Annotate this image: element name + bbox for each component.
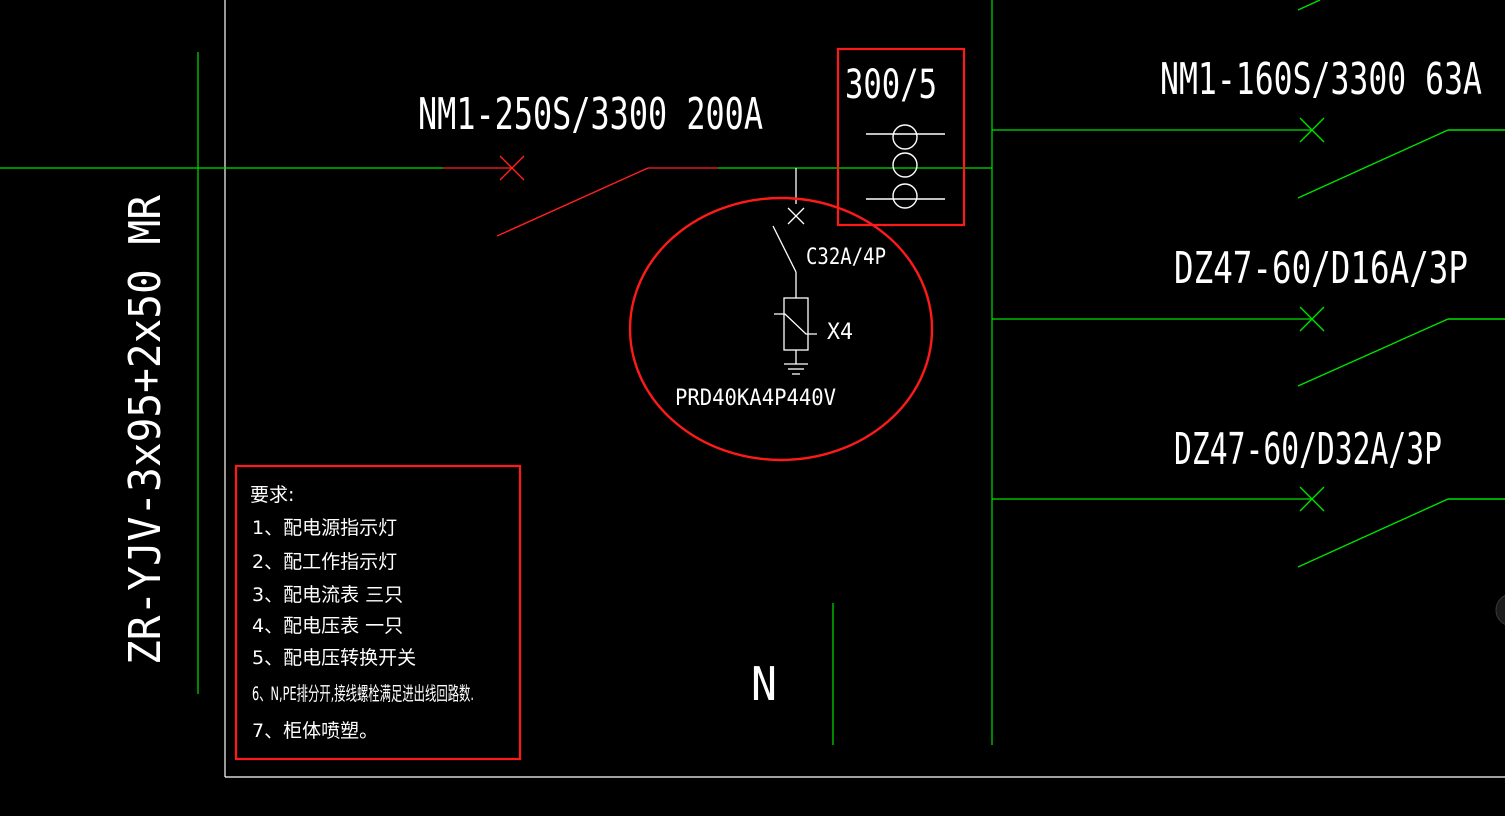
spd-model-label: PRD40KA4P440V: [675, 386, 836, 411]
spd-breaker-label: C32A/4P: [806, 245, 886, 270]
feeder-1: [992, 0, 1505, 199]
spd-quantity-label: X4: [827, 320, 853, 345]
requirement-item: 1、配电源指示灯: [252, 517, 397, 539]
ct-highlight-box: [836, 47, 966, 227]
panel-frame: [224, 0, 1505, 778]
current-transformer: [866, 124, 945, 209]
requirement-item: 2、配工作指示灯: [252, 551, 397, 573]
spd-highlight-ellipse: [628, 196, 934, 462]
feeder-2-breaker-label: DZ47-60/D16A/3P: [1174, 243, 1468, 294]
main-breaker-symbol: [496, 155, 649, 237]
requirement-item: 6、N,PE排分开,接线螺栓满足进出线回路数.: [252, 683, 474, 705]
neutral-label: N: [751, 657, 777, 711]
requirement-item: 5、配电压转换开关: [252, 647, 416, 669]
main-breaker-label: NM1-250S/3300 200A: [418, 89, 763, 140]
spd-branch: [772, 168, 817, 375]
feeder-2: [992, 306, 1505, 387]
feeder-3-breaker-label: DZ47-60/D32A/3P: [1174, 424, 1442, 475]
requirement-item: 4、配电压表 一只: [252, 615, 403, 637]
feeder-3: [992, 486, 1505, 568]
ct-ratio-label: 300/5: [845, 62, 937, 108]
requirement-item: 7、柜体喷塑。: [252, 720, 378, 742]
requirement-item: 3、配电流表 三只: [252, 584, 403, 606]
feeder-1-breaker-label: NM1-160S/3300 63A: [1160, 54, 1482, 105]
requirements-title: 要求:: [250, 484, 294, 506]
scroll-handle[interactable]: [1495, 594, 1505, 626]
requirements-box: [234, 464, 522, 761]
cable-label: ZR-YJV-3x95+2x50 MR: [120, 195, 171, 665]
